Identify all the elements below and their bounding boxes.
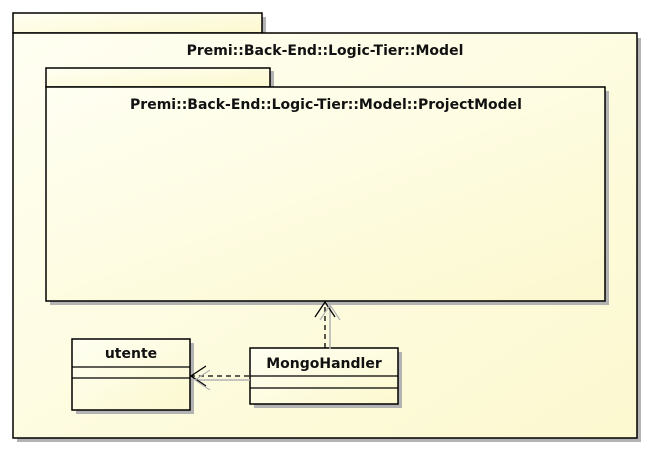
dependency-arrowhead-shadow <box>193 369 211 391</box>
inner-package[interactable]: Premi::Back-End::Logic-Tier::Model::Proj… <box>45 67 609 305</box>
class-utente-box <box>71 338 191 411</box>
dependency-arrowhead-shadow <box>319 303 341 321</box>
inner-package-body <box>45 86 606 302</box>
class-mongohandler-name: MongoHandler <box>266 356 382 372</box>
outer-package-title: Premi::Back-End::Logic-Tier::Model <box>187 43 464 59</box>
inner-package-tab <box>45 67 271 88</box>
dependency-mongohandler-to-projectmodel[interactable] <box>314 300 341 349</box>
dependency-arrowhead <box>189 365 207 387</box>
class-utente-name: utente <box>105 346 157 362</box>
outer-package-tab <box>12 12 263 34</box>
class-mongohandler[interactable]: MongoHandler <box>249 347 402 408</box>
inner-package-title: Premi::Back-End::Logic-Tier::Model::Proj… <box>130 97 522 113</box>
class-utente[interactable]: utente <box>71 338 194 414</box>
dependency-mongohandler-to-utente[interactable] <box>189 365 250 391</box>
dependency-arrowhead <box>314 300 336 318</box>
